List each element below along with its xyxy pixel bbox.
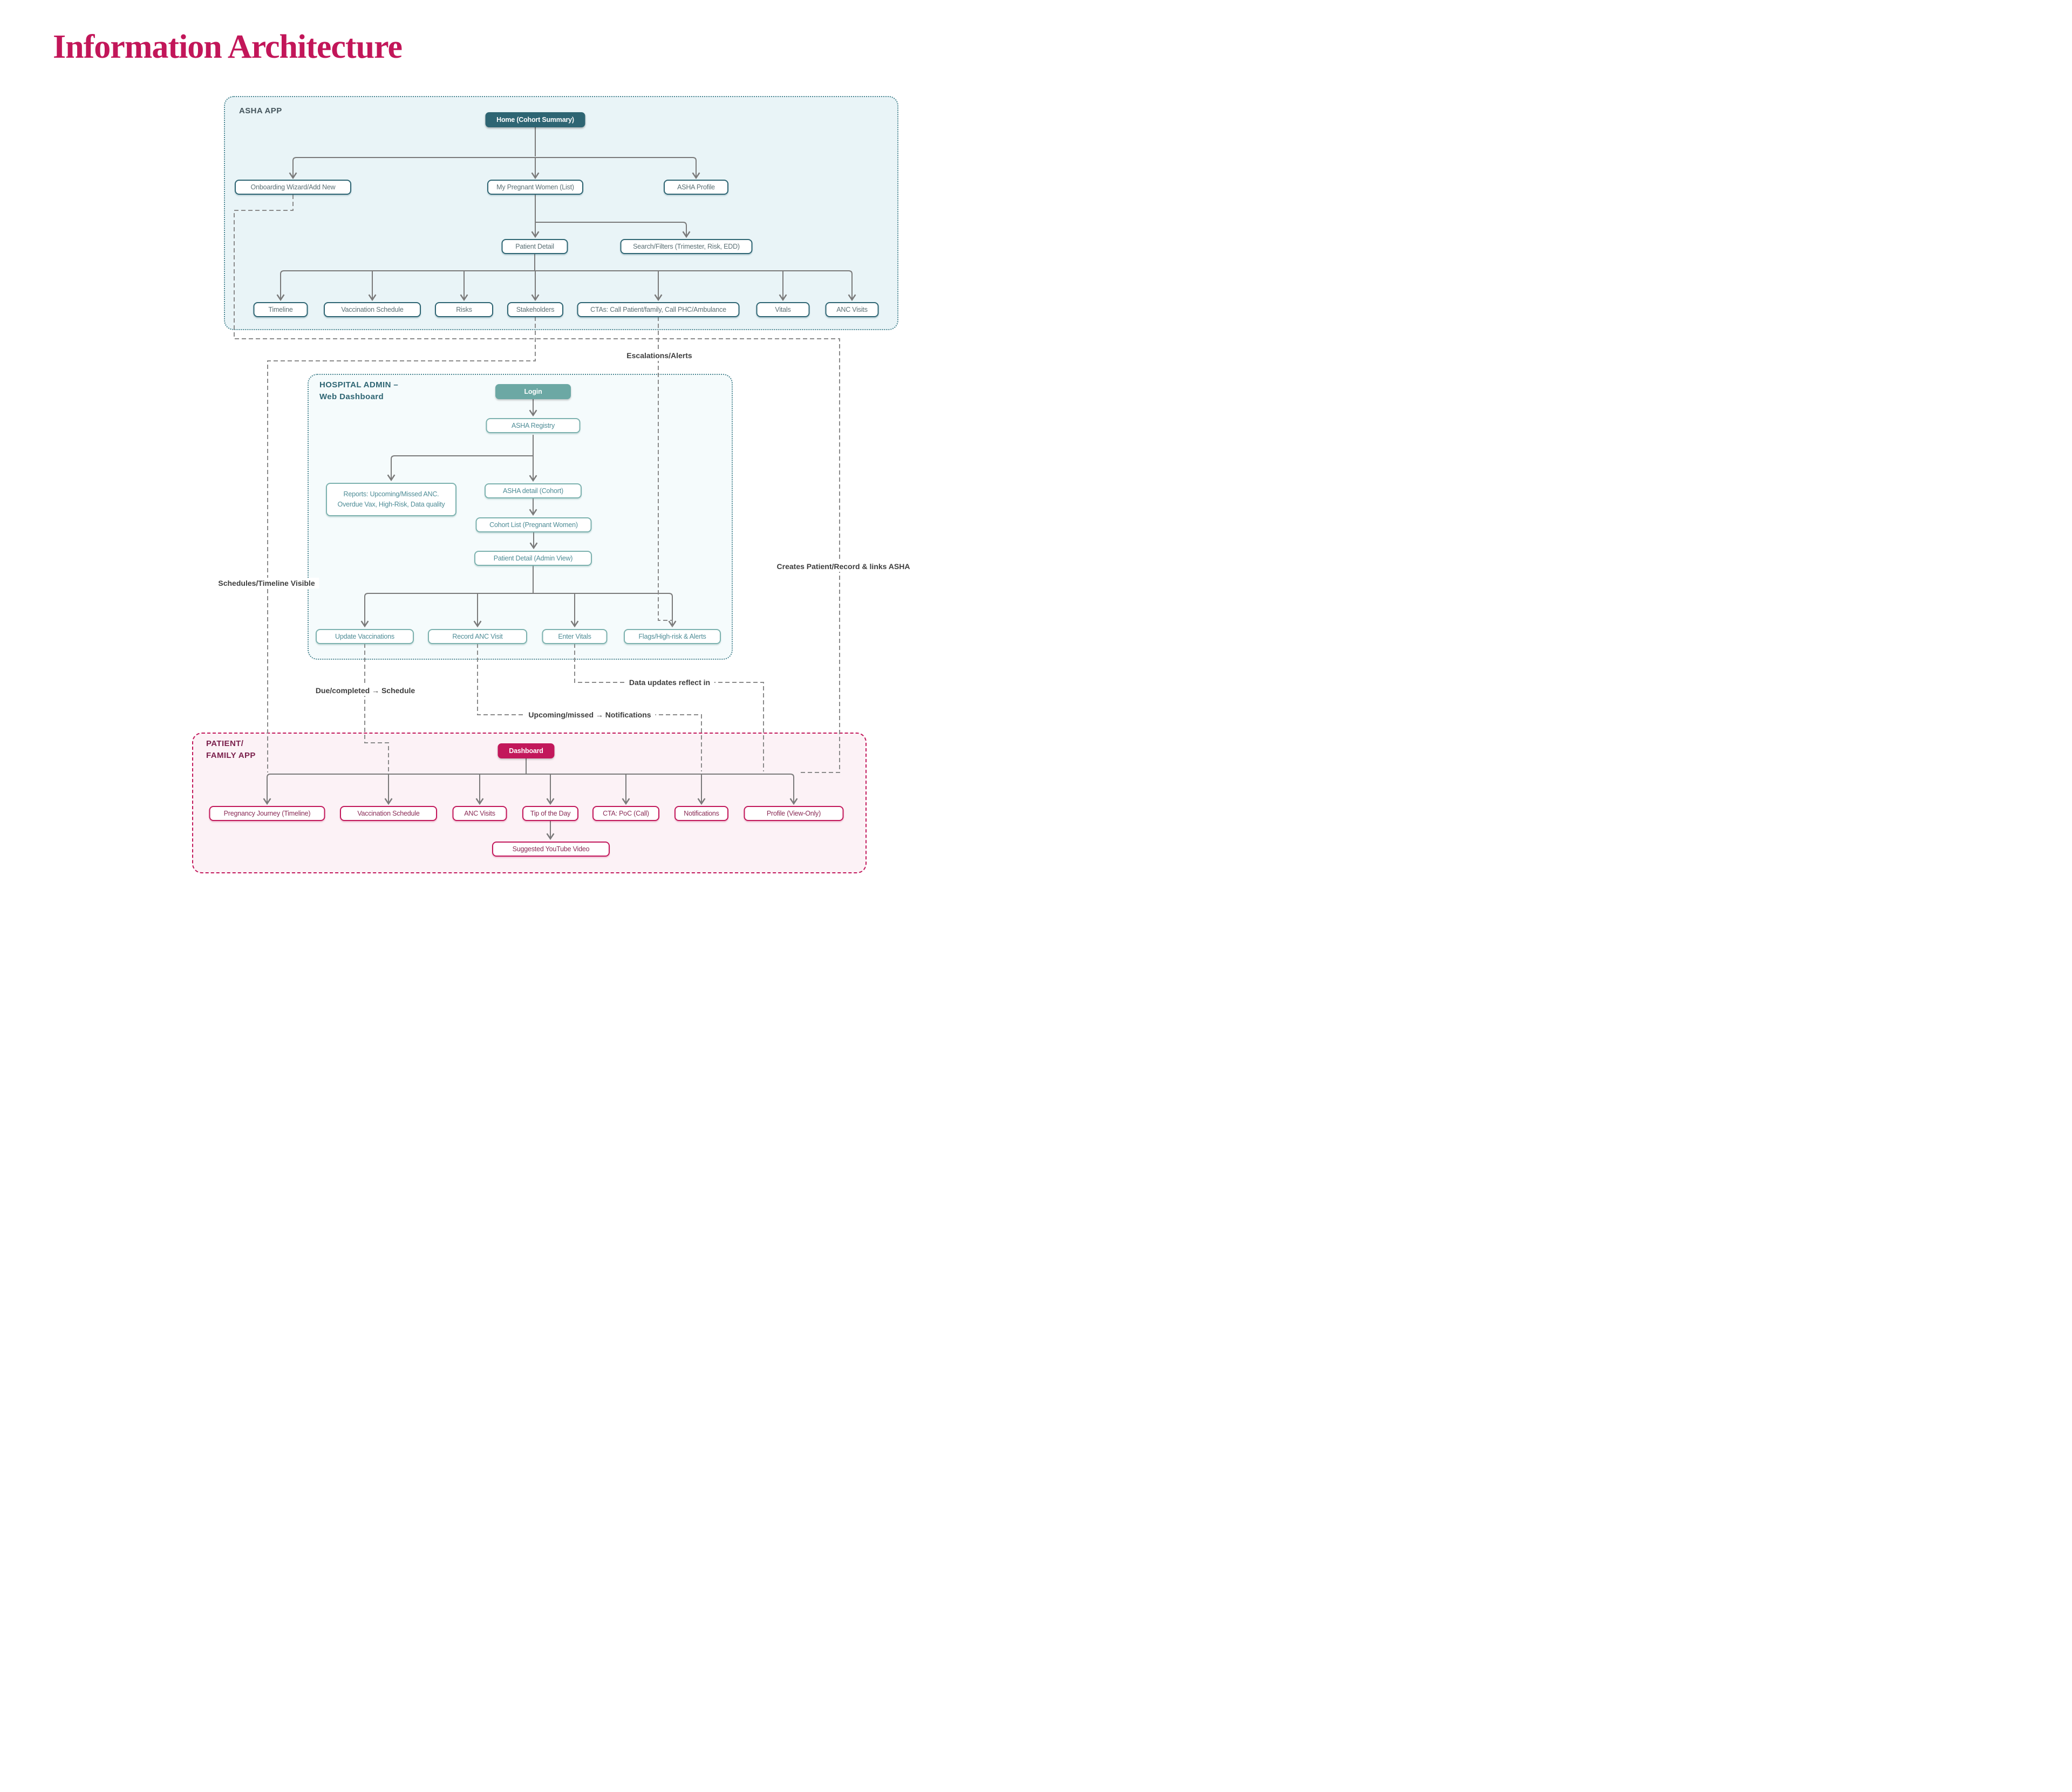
flow-label-data-updates-reflect-in[interactable]: Data updates reflect in xyxy=(624,677,715,688)
node-record-anc-visit[interactable]: Record ANC Visit xyxy=(428,629,527,644)
connectors-svg xyxy=(234,127,856,840)
node-enter-vitals[interactable]: Enter Vitals xyxy=(542,629,608,644)
node-notifications[interactable]: Notifications xyxy=(674,806,728,821)
section-label-hospital-admin-line2: Web Dashboard xyxy=(319,392,384,401)
node-cta-poc-call[interactable]: CTA: PoC (Call) xyxy=(592,806,659,821)
node-ctas-call[interactable]: CTAs: Call Patient/family, Call PHC/Ambu… xyxy=(577,302,740,317)
node-risks[interactable]: Risks xyxy=(435,302,493,317)
solid-connectors xyxy=(263,127,856,840)
node-stakeholders[interactable]: Stakeholders xyxy=(507,302,563,317)
flow-label-creates-patient-record[interactable]: Creates Patient/Record & links ASHA xyxy=(772,561,915,572)
node-asha-registry[interactable]: ASHA Registry xyxy=(486,418,581,433)
node-anc-visits-patient[interactable]: ANC Visits xyxy=(452,806,507,821)
node-login[interactable]: Login xyxy=(495,384,571,399)
page-title: Information Architecture xyxy=(53,29,403,65)
node-vitals[interactable]: Vitals xyxy=(756,302,810,317)
section-label-patient-line2: FAMILY APP xyxy=(206,750,256,760)
section-label-hospital-admin-line1: HOSPITAL ADMIN – xyxy=(319,380,399,389)
node-dashboard[interactable]: Dashboard xyxy=(497,743,555,758)
node-cohort-list[interactable]: Cohort List (Pregnant Women) xyxy=(475,517,592,532)
node-patient-detail[interactable]: Patient Detail xyxy=(501,239,568,254)
section-label-asha-app: ASHA APP xyxy=(239,106,282,115)
node-update-vaccinations[interactable]: Update Vaccinations xyxy=(316,629,414,644)
information-architecture-diagram: Information Architecture ASHA APP HOSPIT… xyxy=(0,0,1036,896)
node-patient-detail-admin-view[interactable]: Patient Detail (Admin View) xyxy=(474,551,592,566)
node-pregnancy-journey[interactable]: Pregnancy Journey (Timeline) xyxy=(209,806,325,821)
node-profile-view-only[interactable]: Profile (View-Only) xyxy=(744,806,844,821)
node-flags-high-risk-alerts[interactable]: Flags/High-risk & Alerts xyxy=(624,629,721,644)
node-timeline[interactable]: Timeline xyxy=(253,302,308,317)
flow-label-escalations-alerts[interactable]: Escalations/Alerts xyxy=(622,350,697,361)
node-home[interactable]: Home (Cohort Summary) xyxy=(485,112,585,127)
section-label-patient-line1: PATIENT/ xyxy=(206,739,244,748)
section-asha-app[interactable] xyxy=(224,96,898,330)
section-label-hospital-admin: HOSPITAL ADMIN – Web Dashboard xyxy=(319,379,398,403)
flow-label-upcoming-missed-notifications[interactable]: Upcoming/missed → Notifications xyxy=(524,709,656,720)
section-label-patient-family-app: PATIENT/ FAMILY APP xyxy=(206,738,256,762)
node-my-pregnant-women[interactable]: My Pregnant Women (List) xyxy=(487,180,583,195)
flow-label-schedules-timeline-visible[interactable]: Schedules/Timeline Visible xyxy=(214,578,319,589)
node-onboarding-wizard[interactable]: Onboarding Wizard/Add New xyxy=(235,180,351,195)
node-reports[interactable]: Reports: Upcoming/Missed ANC. Overdue Va… xyxy=(326,483,456,516)
node-asha-profile[interactable]: ASHA Profile xyxy=(664,180,728,195)
node-vaccination-schedule-patient[interactable]: Vaccination Schedule xyxy=(340,806,437,821)
node-suggested-youtube-video[interactable]: Suggested YouTube Video xyxy=(492,842,610,857)
node-asha-detail-cohort[interactable]: ASHA detail (Cohort) xyxy=(485,483,582,498)
node-search-filters[interactable]: Search/Filters (Trimester, Risk, EDD) xyxy=(620,239,753,254)
flow-label-due-completed-schedule[interactable]: Due/completed → Schedule xyxy=(311,685,420,696)
node-anc-visits[interactable]: ANC Visits xyxy=(825,302,879,317)
node-vaccination-schedule[interactable]: Vaccination Schedule xyxy=(324,302,421,317)
node-tip-of-the-day[interactable]: Tip of the Day xyxy=(522,806,578,821)
